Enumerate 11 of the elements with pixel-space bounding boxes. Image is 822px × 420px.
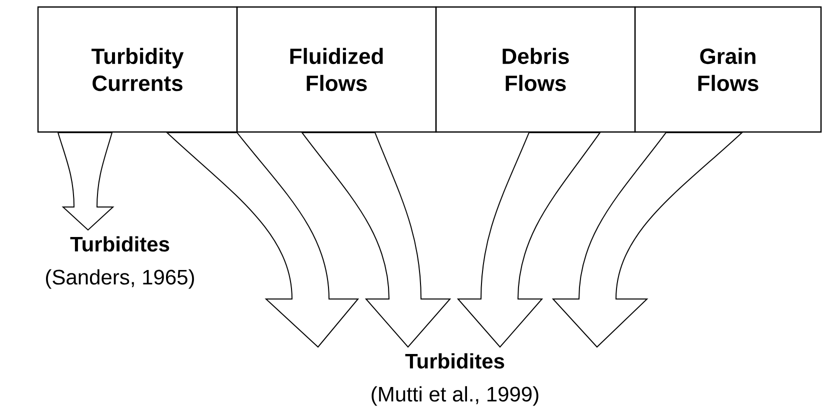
flow-type-box: Debris Flows <box>435 6 636 133</box>
block-arrow <box>552 132 742 348</box>
flow-type-box: Turbidity Currents <box>37 6 238 133</box>
block-arrow <box>302 132 450 348</box>
flow-type-box: Grain Flows <box>634 6 822 133</box>
deposit-label: Turbidites (Mutti et al., 1999) <box>372 353 538 406</box>
block-arrow <box>166 132 358 348</box>
block-arrow <box>458 132 600 348</box>
flow-type-box: Fluidized Flows <box>236 6 437 133</box>
deposit-label: Turbidites (Sanders, 1965) <box>46 236 194 289</box>
block-arrow <box>58 132 114 230</box>
